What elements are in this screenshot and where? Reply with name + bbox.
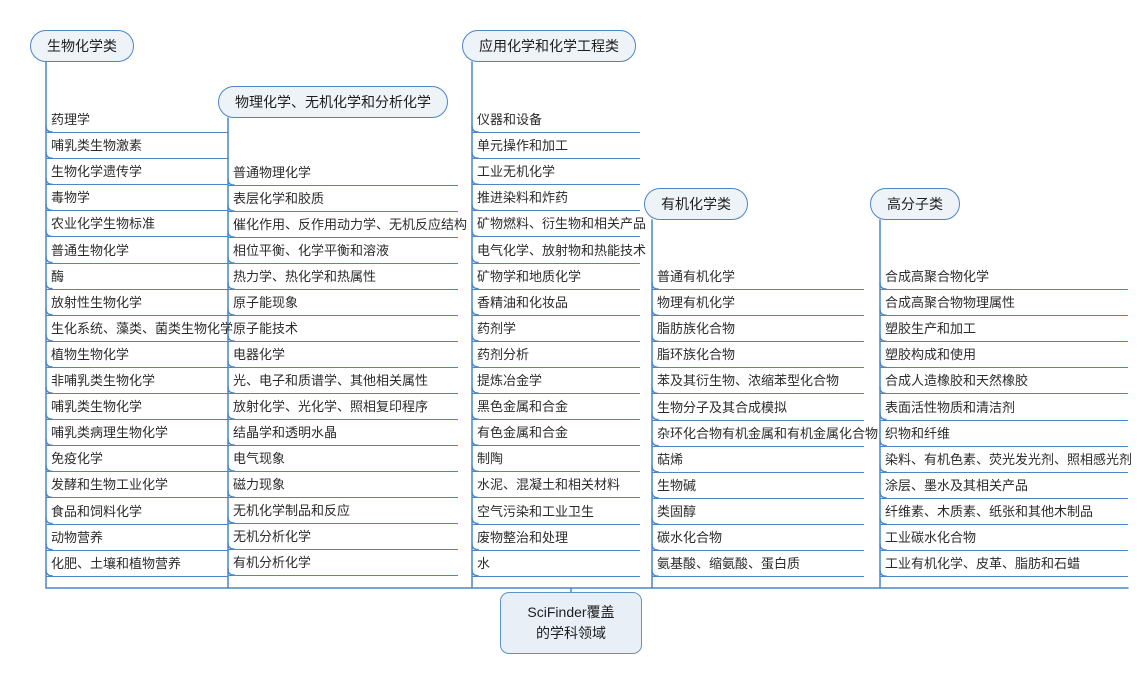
root-label-line2: 的学科领域 (535, 625, 606, 641)
branch-header-organic-chemistry[interactable]: 有机化学类 (644, 188, 748, 220)
leaf-item[interactable]: 热力学、热化学和热属性 (228, 266, 458, 290)
leaf-item[interactable]: 免疫化学 (46, 448, 228, 473)
leaf-item[interactable]: 电气化学、放射物和热能技术 (472, 240, 646, 264)
leaf-item[interactable]: 废物整治和处理 (472, 527, 640, 551)
leaf-item[interactable]: 无机化学制品和反应 (228, 500, 458, 524)
leaf-item[interactable]: 催化作用、反作用动力学、无机反应结构 (228, 214, 467, 238)
leaf-item[interactable]: 化肥、土壤和植物营养 (46, 553, 228, 577)
leaf-item[interactable]: 脂环族化合物 (652, 344, 864, 369)
leaf-item[interactable]: 水 (472, 553, 640, 577)
leaf-item[interactable]: 无机分析化学 (228, 526, 458, 550)
branch-header-applied-chemistry-engineering[interactable]: 应用化学和化学工程类 (462, 30, 636, 62)
leaf-item[interactable]: 酶 (46, 266, 228, 290)
leaf-item[interactable]: 相位平衡、化学平衡和溶液 (228, 240, 458, 264)
leaf-item[interactable]: 工业碳水化合物 (880, 527, 1128, 551)
leaf-item[interactable]: 生物化学遗传学 (46, 161, 228, 186)
leaf-item[interactable]: 普通生物化学 (46, 240, 228, 264)
leaf-item[interactable]: 普通物理化学 (228, 162, 458, 186)
leaf-item[interactable]: 工业无机化学 (472, 161, 640, 186)
leaf-item[interactable]: 苯及其衍生物、浓缩苯型化合物 (652, 370, 864, 395)
leaf-item[interactable]: 涂层、墨水及其相关产品 (880, 475, 1128, 499)
leaf-item[interactable]: 哺乳类生物激素 (46, 135, 228, 160)
root-label-line1: SciFinder覆盖 (527, 604, 615, 620)
leaf-item[interactable]: 普通有机化学 (652, 266, 864, 290)
leaf-item[interactable]: 脂肪族化合物 (652, 318, 864, 343)
leaf-item[interactable]: 空气污染和工业卫生 (472, 501, 640, 525)
leaf-item[interactable]: 合成人造橡胶和天然橡胶 (880, 370, 1128, 395)
root-node[interactable]: SciFinder覆盖 的学科领域 (500, 592, 642, 654)
branch-header-polymer[interactable]: 高分子类 (870, 188, 960, 220)
leaf-item[interactable]: 植物生物化学 (46, 344, 228, 368)
leaf-item[interactable]: 黑色金属和合金 (472, 396, 640, 421)
leaf-item[interactable]: 制陶 (472, 448, 640, 473)
leaf-item[interactable]: 提炼冶金学 (472, 370, 640, 394)
leaf-item[interactable]: 矿物燃料、衍生物和相关产品 (472, 213, 646, 238)
leaf-item[interactable]: 类固醇 (652, 501, 864, 525)
leaf-item[interactable]: 织物和纤维 (880, 423, 1128, 447)
leaf-item[interactable]: 生物分子及其合成模拟 (652, 397, 864, 421)
branch-header-physical-inorganic-analytical[interactable]: 物理化学、无机化学和分析化学 (218, 86, 448, 118)
leaf-item[interactable]: 生化系统、藻类、菌类生物化学 (46, 318, 233, 342)
leaf-item[interactable]: 工业有机化学、皮革、脂肪和石蜡 (880, 553, 1128, 578)
leaf-item[interactable]: 单元操作和加工 (472, 135, 640, 160)
leaf-item[interactable]: 哺乳类生物化学 (46, 396, 228, 421)
leaf-item[interactable]: 纤维素、木质素、纸张和其他木制品 (880, 501, 1128, 525)
leaf-item[interactable]: 结晶学和透明水晶 (228, 422, 458, 446)
leaf-item[interactable]: 食品和饲料化学 (46, 501, 228, 525)
leaf-item[interactable]: 合成高聚合物化学 (880, 266, 1128, 290)
leaf-item[interactable]: 毒物学 (46, 187, 228, 212)
leaf-item[interactable]: 农业化学生物标准 (46, 213, 228, 238)
leaf-item[interactable]: 碳水化合物 (652, 527, 864, 551)
leaf-item[interactable]: 发酵和生物工业化学 (46, 474, 228, 499)
leaf-item[interactable]: 合成高聚合物物理属性 (880, 292, 1128, 317)
leaf-item[interactable]: 仪器和设备 (472, 109, 640, 133)
leaf-item[interactable]: 水泥、混凝土和相关材料 (472, 474, 640, 499)
leaf-item[interactable]: 有机分析化学 (228, 552, 458, 576)
leaf-item[interactable]: 矿物学和地质化学 (472, 266, 640, 290)
leaf-item[interactable]: 非哺乳类生物化学 (46, 370, 228, 394)
leaf-item[interactable]: 药剂分析 (472, 344, 640, 368)
leaf-item[interactable]: 磁力现象 (228, 474, 458, 498)
leaf-item[interactable]: 表面活性物质和清洁剂 (880, 397, 1128, 421)
leaf-item[interactable]: 原子能技术 (228, 318, 458, 342)
leaf-item[interactable]: 原子能现象 (228, 292, 458, 316)
leaf-item[interactable]: 动物营养 (46, 527, 228, 551)
leaf-item[interactable]: 哺乳类病理生物化学 (46, 422, 228, 447)
leaf-item[interactable]: 推进染料和炸药 (472, 187, 640, 212)
leaf-item[interactable]: 药剂学 (472, 318, 640, 342)
leaf-item[interactable]: 物理有机化学 (652, 292, 864, 317)
leaf-item[interactable]: 药理学 (46, 109, 228, 133)
leaf-item[interactable]: 电器化学 (228, 344, 458, 368)
leaf-item[interactable]: 表层化学和胶质 (228, 188, 458, 212)
leaf-item[interactable]: 染料、有机色素、荧光发光剂、照相感光剂 (880, 449, 1132, 473)
leaf-item[interactable]: 光、电子和质谱学、其他相关属性 (228, 370, 458, 394)
leaf-item[interactable]: 香精油和化妆品 (472, 292, 640, 316)
leaf-item[interactable]: 塑胶生产和加工 (880, 318, 1128, 343)
leaf-item[interactable]: 萜烯 (652, 449, 864, 473)
leaf-item[interactable]: 氨基酸、缩氨酸、蛋白质 (652, 553, 864, 578)
leaf-item[interactable]: 放射化学、光化学、照相复印程序 (228, 396, 458, 420)
leaf-item[interactable]: 生物碱 (652, 475, 864, 499)
leaf-item[interactable]: 塑胶构成和使用 (880, 344, 1128, 369)
leaf-item[interactable]: 放射性生物化学 (46, 292, 228, 316)
leaf-item[interactable]: 电气现象 (228, 448, 458, 472)
branch-header-biochemistry[interactable]: 生物化学类 (30, 30, 134, 62)
leaf-item[interactable]: 杂环化合物有机金属和有机金属化合物 (652, 423, 878, 447)
leaf-item[interactable]: 有色金属和合金 (472, 422, 640, 447)
